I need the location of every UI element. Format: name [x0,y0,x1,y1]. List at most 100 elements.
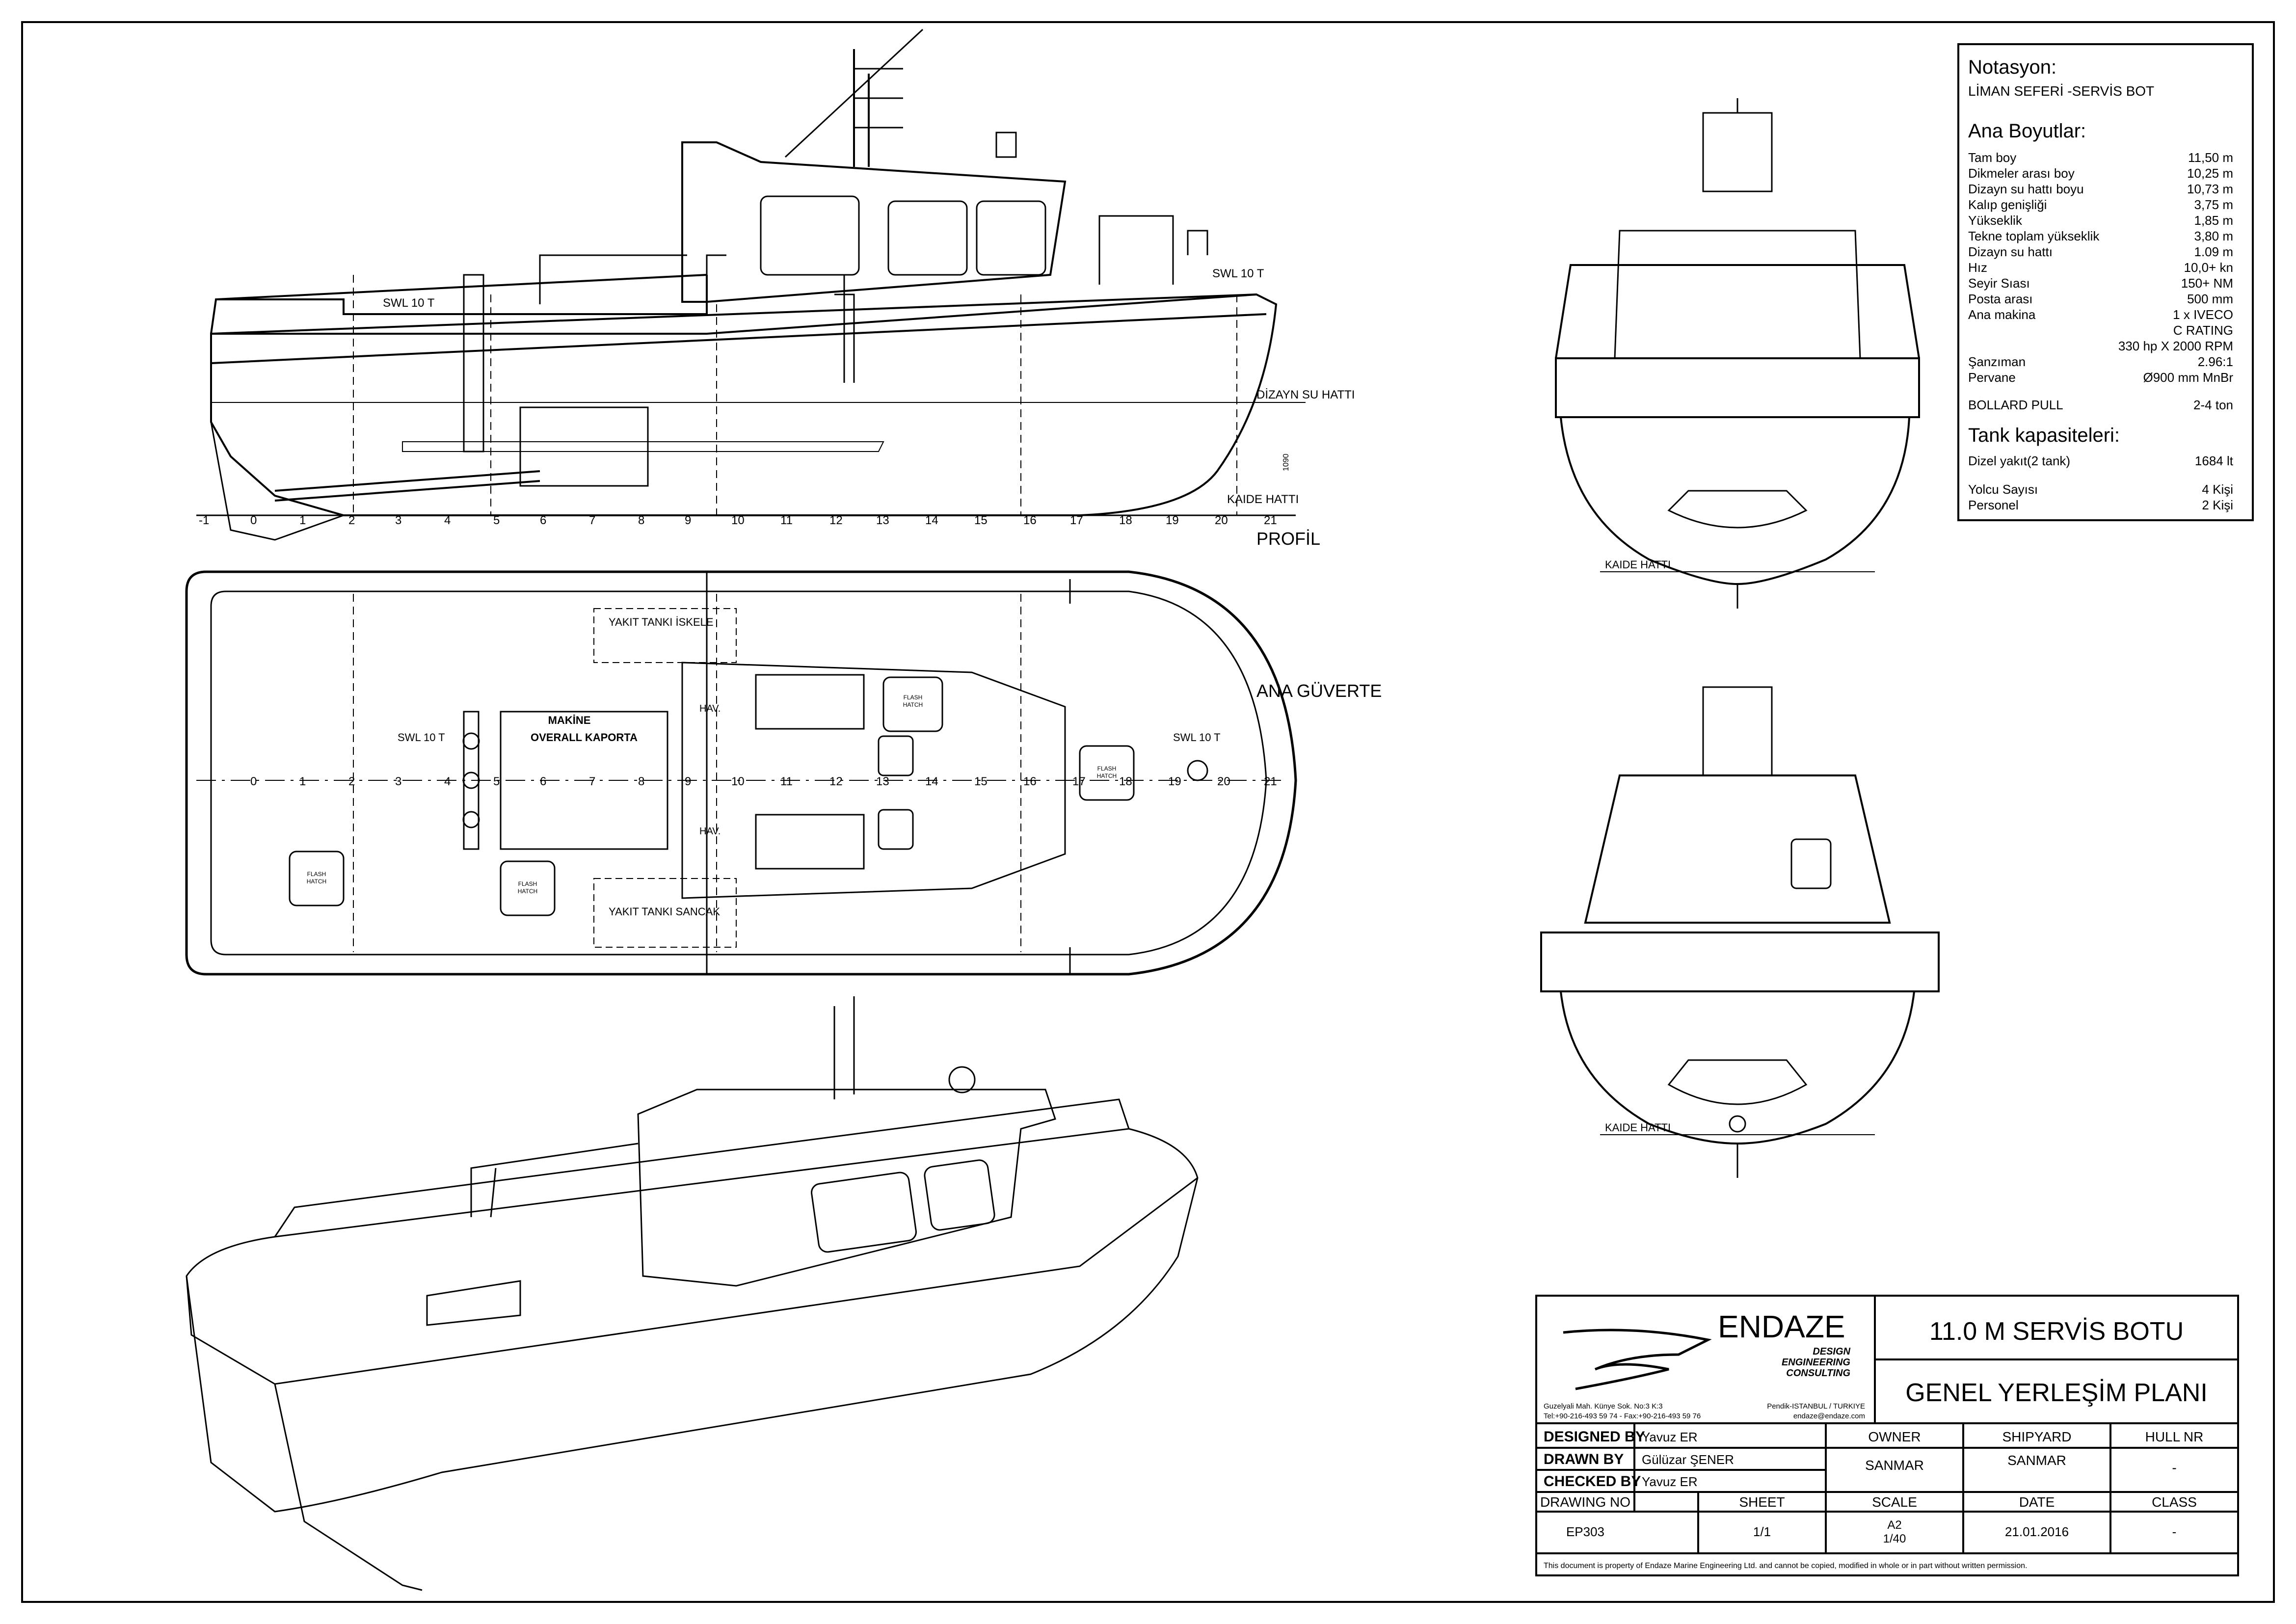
plan-frame: 21 [1264,775,1277,788]
rear-baseline-label: KAIDE HATTI [1605,1121,1671,1134]
plan-frame: 13 [876,775,889,788]
dim-value: 330 hp X 2000 RPM [2118,339,2233,353]
profile-frame: 8 [638,514,644,527]
dim-value: 150+ NM [2181,276,2233,291]
checked-by: Yavuz ER [1642,1474,1698,1489]
shipyard-label: SHIPYARD [2002,1429,2071,1444]
tank-label: Dizel yakıt(2 tank) [1968,453,2070,468]
profile-frame-labels: -1 0 1 2 3 4 5 6 7 8 9 10 11 12 13 14 15… [199,514,1277,527]
dim-value: 10,25 m [2187,166,2233,181]
rear-view [1540,686,1940,1178]
front-view [1555,98,1920,609]
plan-frame-labels: 0 1 2 3 4 5 6 7 8 9 10 11 12 13 14 15 16… [250,775,1277,788]
dim-label: Dizayn su hattı [1968,244,2053,259]
profile-waterline-label: DİZAYN SU HATTI [1256,388,1355,401]
address-left-2: Tel:+90-216-493 59 74 - Fax:+90-216-493 … [1544,1412,1701,1420]
plan-swl-fwd: SWL 10 T [1173,731,1221,744]
profile-frame: 0 [250,514,257,527]
bollard-label: BOLLARD PULL [1968,398,2063,412]
designed-by-label: DESIGNED BY [1544,1429,1645,1445]
drawn-by-label: DRAWN BY [1544,1451,1624,1467]
notation-heading: Notasyon: [1968,56,2056,78]
dim-label: Kalıp genişliği [1968,197,2047,212]
front-baseline-label: KAIDE HATTI [1605,559,1671,571]
plan-frame: 14 [925,775,938,788]
company-sub1: DESIGN [1813,1346,1850,1357]
hatch-label: HATCH [1097,772,1117,779]
hull-number: - [2172,1460,2176,1475]
iso-wheelhouse [637,1089,1056,1287]
passenger-label: Yolcu Sayısı [1968,482,2038,497]
profile-frame: 16 [1023,514,1037,527]
checked-by-label: CHECKED BY [1544,1473,1641,1490]
profile-frame: 20 [1215,514,1228,527]
sheet-label: SHEET [1739,1494,1785,1510]
profile-frame: 13 [876,514,889,527]
plan-frame: 4 [444,775,451,788]
company-name: ENDAZE [1718,1309,1845,1344]
dim-value: 3,80 m [2194,229,2234,243]
profile-wheelhouse [681,141,1067,303]
plan-fuel-stbd: YAKIT TANKI SANCAK [609,905,720,918]
plan-frame: 7 [589,775,595,788]
drawn-by: Gülüzar ŞENER [1642,1452,1734,1467]
hatch-label: FLASH [518,880,537,887]
drawing-no: EP303 [1566,1524,1604,1539]
plan-engine-label-1: MAKİNE [548,714,591,726]
tank-value: 1684 lt [2195,453,2234,468]
plan-fuel-port: YAKIT TANKI İSKELE [609,616,714,628]
iso-hull [186,1128,1199,1513]
notation-subtitle: LİMAN SEFERİ -SERVİS BOT [1968,83,2154,99]
address-right-2: endaze@endaze.com [1793,1412,1865,1420]
plan-frame: 0 [250,775,257,788]
address-left-1: Guzelyali Mah. Künye Sok. No:3 K:3 [1544,1402,1663,1411]
profile-frame: 14 [925,514,938,527]
designed-by: Yavuz ER [1642,1430,1698,1444]
class: - [2172,1524,2177,1539]
dim-value: 1,85 m [2194,213,2234,228]
sheet: 1/1 [1753,1524,1771,1539]
profile-frame: 2 [348,514,355,527]
rear-hull [1559,990,1916,1145]
profile-frame: 5 [493,514,500,527]
dim-label: Ana makina [1968,307,2036,322]
profile-frame: 11 [780,514,793,527]
plan-frame: 1 [299,775,306,788]
profile-frame: 4 [444,514,451,527]
drawing-no-label: DRAWING NO [1540,1494,1630,1510]
title-block [1535,1295,2239,1576]
plan-frame: 11 [780,775,793,788]
passenger-value: 4 Kişi [2202,482,2233,497]
crew-label: Personel [1968,498,2019,512]
hull-label: HULL NR [2145,1429,2204,1444]
profile-frame: 17 [1070,514,1083,527]
profile-frame: 19 [1166,514,1179,527]
plan-frame: 16 [1023,775,1037,788]
dim-value: 1 x IVECO [2173,307,2233,322]
profile-view [196,28,1306,541]
dim-label: Pervane [1968,370,2016,385]
dim-label: Posta arası [1968,292,2033,306]
address-right-1: Pendik-ISTANBUL / TURKIYE [1767,1402,1865,1411]
deck-outline-outer [185,570,1297,976]
plan-frame: 19 [1168,775,1181,788]
bollard-value: 2-4 ton [2193,398,2233,412]
dim-value: 10,0+ kn [2184,260,2233,275]
plan-title: ANA GÜVERTE [1256,681,1382,701]
dim-value: 500 mm [2187,292,2233,306]
dim-value: 10,73 m [2187,182,2233,196]
plan-frame: 5 [493,775,500,788]
hatch-label: HATCH [307,878,326,885]
dim-value: 11,50 m [2188,150,2233,165]
plan-frame: 6 [540,775,546,788]
plan-frame: 20 [1217,775,1230,788]
plan-frame: 9 [685,775,691,788]
plan-frame: 12 [829,775,843,788]
profile-frame: 21 [1264,514,1277,527]
class-label: CLASS [2152,1494,2197,1510]
profile-swl-aft: SWL 10 T [383,296,435,310]
project-title: 11.0 M SERVİS BOTU [1929,1317,2184,1346]
tank-heading: Tank kapasiteleri: [1968,425,2120,446]
dim-value: 1.09 m [2194,244,2234,259]
